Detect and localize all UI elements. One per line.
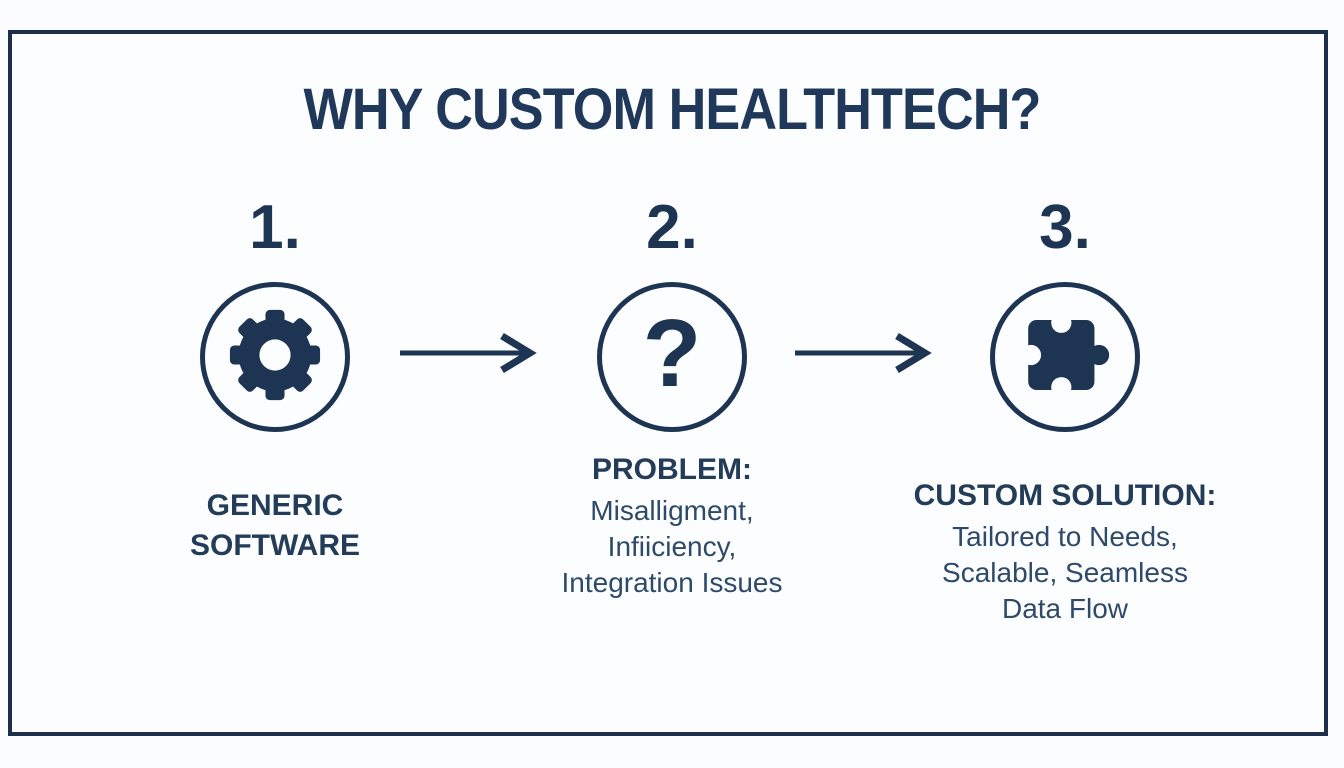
step-label-block: PROBLEM: Misalligment, Infiiciency, Inte…: [472, 450, 872, 601]
gear-circle: [200, 282, 350, 432]
step-number: 2.: [646, 193, 698, 262]
step-custom-solution: 3. CUSTOM SOLUTION: Tailored to Needs, S…: [885, 190, 1245, 660]
step-heading: CUSTOM SOLUTION:: [913, 479, 1217, 512]
step-heading: GENERIC SOFTWARE: [190, 489, 360, 562]
question-mark-icon: ?: [642, 300, 702, 407]
step-generic-software: 1. GENERIC SOFTWARE: [95, 190, 455, 660]
arrow-right-icon: [398, 331, 538, 375]
step-body: Misalligment, Infiiciency, Integration I…: [561, 495, 783, 598]
step-problem: 2. ? PROBLEM: Misalligment, Infiiciency,…: [492, 190, 852, 660]
page-title: WHY CUSTOM HEALTHTECH?: [303, 77, 1041, 142]
step-heading: PROBLEM:: [592, 453, 752, 486]
puzzle-icon: [1019, 309, 1111, 406]
step-number: 3.: [1039, 193, 1091, 262]
arrow-right-icon: [793, 331, 933, 375]
step-label-block: CUSTOM SOLUTION: Tailored to Needs, Scal…: [865, 476, 1265, 627]
question-circle: ?: [597, 282, 747, 432]
puzzle-circle: [990, 282, 1140, 432]
step-body: Tailored to Needs, Scalable, Seamless Da…: [942, 521, 1188, 624]
step-label-block: GENERIC SOFTWARE: [75, 486, 475, 569]
step-number: 1.: [249, 193, 301, 262]
gear-icon: [223, 303, 327, 412]
